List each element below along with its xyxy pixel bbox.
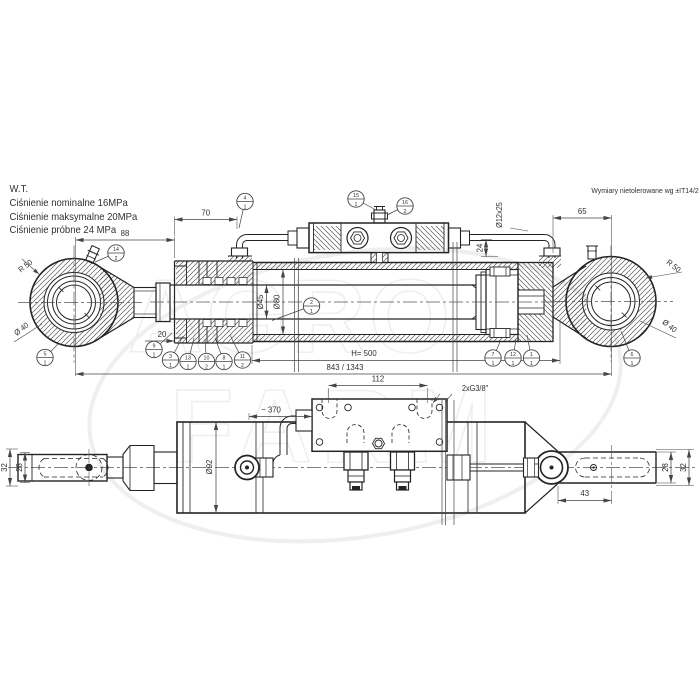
svg-text:13: 13 [185, 355, 191, 361]
svg-text:43: 43 [580, 489, 589, 498]
svg-text:1: 1 [44, 360, 47, 366]
svg-text:2: 2 [241, 363, 244, 369]
svg-text:1: 1 [244, 204, 247, 210]
svg-text:1: 1 [492, 361, 495, 367]
svg-text:1: 1 [187, 364, 190, 370]
svg-text:1: 1 [223, 364, 226, 370]
svg-text:32: 32 [0, 463, 9, 472]
svg-text:1: 1 [169, 363, 172, 369]
svg-text:2: 2 [404, 209, 407, 215]
svg-text:20: 20 [158, 330, 167, 339]
svg-text:Ø80: Ø80 [272, 294, 281, 309]
svg-text:24: 24 [475, 243, 484, 252]
svg-text:H= 500: H= 500 [351, 349, 377, 358]
svg-text:2xG3/8″: 2xG3/8″ [462, 384, 489, 393]
svg-text:9: 9 [153, 343, 156, 349]
svg-text:7: 7 [492, 352, 495, 358]
svg-text:28: 28 [661, 463, 670, 472]
svg-text:W.T.: W.T. [10, 184, 28, 195]
svg-text:1: 1 [153, 352, 156, 358]
svg-text:1: 1 [355, 202, 358, 208]
svg-text:88: 88 [121, 229, 130, 238]
svg-text:Ø45: Ø45 [256, 294, 265, 309]
svg-text:3: 3 [169, 354, 172, 360]
svg-text:65: 65 [578, 207, 587, 216]
svg-text:11: 11 [240, 354, 246, 360]
svg-text:Ø92: Ø92 [205, 459, 214, 474]
svg-text:Ciśnienie nominalne 16MPa: Ciśnienie nominalne 16MPa [10, 198, 129, 209]
svg-text:70: 70 [201, 208, 210, 217]
svg-text:2: 2 [310, 300, 313, 306]
svg-text:6: 6 [631, 352, 634, 358]
svg-text:28: 28 [15, 463, 24, 472]
svg-text:8: 8 [223, 355, 226, 361]
svg-text:1: 1 [530, 361, 533, 367]
svg-text:1: 1 [530, 352, 533, 358]
svg-text:1: 1 [310, 309, 313, 315]
svg-text:15: 15 [353, 193, 359, 199]
svg-text:Ciśnienie maksymalne 20MPa: Ciśnienie maksymalne 20MPa [10, 212, 138, 223]
svg-text:5: 5 [44, 351, 47, 357]
svg-text:14: 14 [113, 247, 119, 253]
svg-text:32: 32 [679, 463, 688, 472]
svg-text:16: 16 [402, 200, 408, 206]
svg-text:12: 12 [510, 352, 516, 358]
svg-text:1: 1 [512, 361, 515, 367]
svg-text:843 / 1343: 843 / 1343 [327, 363, 364, 372]
svg-text:Wymiary nietolerowane wg ±IT14: Wymiary nietolerowane wg ±IT14/2 [591, 186, 698, 195]
svg-text:2: 2 [115, 256, 118, 262]
svg-text:112: 112 [372, 374, 385, 383]
svg-text:2: 2 [205, 364, 208, 370]
svg-text:Ciśnienie próbne 24 MPa: Ciśnienie próbne 24 MPa [10, 225, 117, 236]
svg-text:1: 1 [631, 361, 634, 367]
svg-text:~ 370: ~ 370 [261, 405, 281, 414]
svg-text:4: 4 [244, 195, 247, 201]
svg-text:Ø12x25: Ø12x25 [495, 202, 504, 228]
svg-text:10: 10 [204, 355, 210, 361]
